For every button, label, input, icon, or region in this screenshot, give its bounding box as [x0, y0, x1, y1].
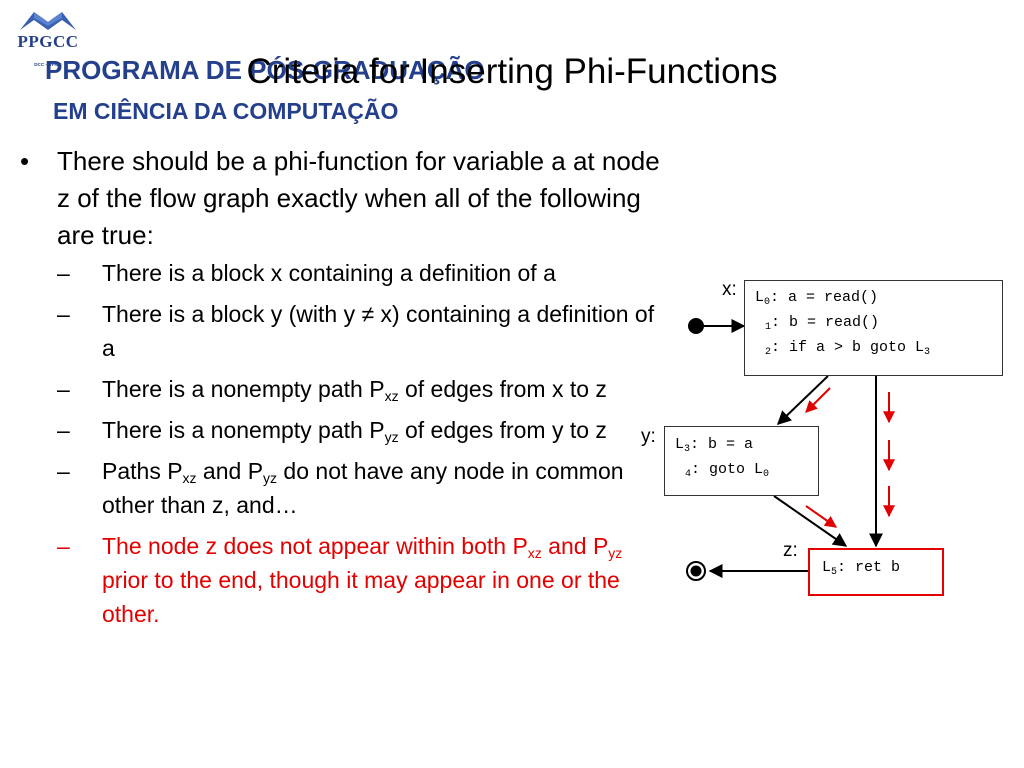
slide-title: Criteria for Inserting Phi-Functions — [246, 52, 778, 91]
flow-graph: x: y: z: L0: a = read() 1: b = read() 2:… — [640, 270, 1020, 600]
sub-bullet-6: – The node z does not appear within both… — [57, 529, 660, 631]
exit-node-core — [690, 565, 702, 577]
block-x-line-2: 1: b = read() — [765, 314, 880, 333]
bullet-mark: • — [20, 146, 30, 176]
sub-bullet-list: – There is a block x containing a defini… — [57, 256, 660, 631]
sub-bullet-3: – There is a nonempty path Pxz of edges … — [57, 372, 660, 406]
flow-graph-edges — [686, 318, 895, 581]
edge-y-to-z — [773, 495, 848, 547]
sub-bullet-1: – There is a block x containing a defini… — [57, 256, 660, 290]
block-z: L5: ret b — [808, 548, 944, 596]
block-z-line-1: L5: ret b — [822, 559, 901, 578]
entry-node — [688, 318, 704, 334]
dash-mark: – — [57, 533, 70, 559]
path-pyz-arrow-1 — [805, 387, 831, 413]
block-y-line-2: 4: goto L0 — [685, 461, 770, 480]
bullet-list: • There should be a phi-function for var… — [20, 143, 660, 638]
block-y: L3: b = a 4: goto L0 — [664, 426, 819, 496]
block-x-line-1: L0: a = read() — [755, 289, 879, 308]
edge-x-to-y — [776, 375, 829, 425]
sub-bullet-4: – There is a nonempty path Pyz of edges … — [57, 413, 660, 447]
sub-bullet-5: – Paths Pxz and Pyz do not have any node… — [57, 454, 660, 522]
logo-emblem-icon — [20, 12, 76, 30]
dash-mark: – — [57, 417, 70, 443]
logo-subtitle-line2: EM CIÊNCIA DA COMPUTAÇÃO — [53, 98, 399, 124]
label-z: z: — [783, 540, 798, 561]
label-x: x: — [722, 279, 737, 300]
block-x-line-3: 2: if a > b goto L3 — [765, 339, 931, 358]
dash-mark: – — [57, 376, 70, 402]
sub-bullet-2: – There is a block y (with y ≠ x) contai… — [57, 297, 660, 365]
logo-name: PPGCC — [17, 32, 79, 51]
main-bullet-text: There should be a phi-function for varia… — [57, 146, 660, 250]
main-bullet: • There should be a phi-function for var… — [20, 143, 660, 631]
dash-mark: – — [57, 260, 70, 286]
label-y: y: — [641, 426, 656, 447]
path-pyz-arrow-2 — [805, 505, 837, 528]
dash-mark: – — [57, 458, 70, 484]
block-x: L0: a = read() 1: b = read() 2: if a > b… — [744, 280, 1003, 376]
dash-mark: – — [57, 301, 70, 327]
logo-subtitle-line3: DCC - UFMG — [34, 62, 62, 67]
block-y-line-1: L3: b = a — [675, 436, 754, 455]
